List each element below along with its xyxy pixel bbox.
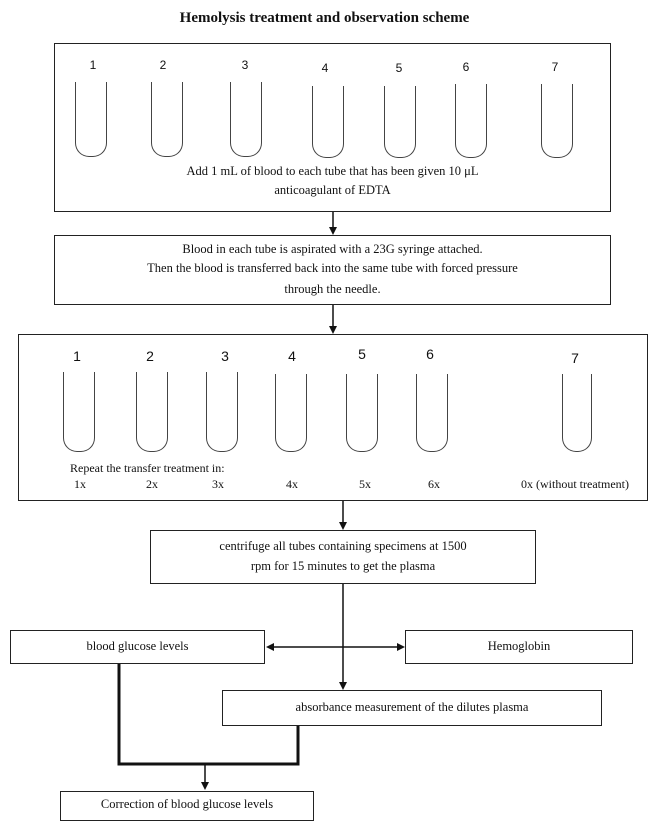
step3-box — [18, 334, 648, 501]
test-tube — [151, 82, 183, 157]
step3-tube-number: 6 — [426, 346, 434, 362]
step3-tube-number: 1 — [73, 348, 81, 364]
test-tube — [384, 86, 416, 158]
step1-tube-number: 4 — [321, 61, 329, 75]
absorbance-to-correction-path — [205, 726, 300, 766]
step4-text-line2: rpm for 15 minutes to get the plasma — [250, 559, 436, 573]
test-tube — [63, 372, 95, 452]
step3-tube-number: 4 — [288, 348, 296, 364]
glucose-to-correction-path — [117, 664, 205, 766]
test-tube — [275, 374, 307, 452]
step2-text-line2: Then the blood is transferred back into … — [147, 261, 518, 275]
glucose-box — [10, 630, 265, 664]
correction-box — [60, 791, 314, 821]
glucose-label: blood glucose levels — [86, 639, 189, 653]
step3-tube-number: 5 — [358, 346, 366, 362]
step1-text-line2: anticoagulant of EDTA — [274, 183, 391, 197]
repeat-count: 5x — [359, 477, 371, 491]
diagram-title: Hemolysis treatment and observation sche… — [179, 10, 470, 26]
repeat-count: 2x — [146, 477, 158, 491]
test-tube — [312, 86, 344, 158]
absorbance-box — [222, 690, 602, 726]
step2-box — [54, 235, 611, 305]
test-tube — [416, 374, 448, 452]
step4-box — [150, 530, 536, 584]
step1-box — [54, 43, 611, 212]
step3-tube-number: 7 — [571, 350, 579, 366]
test-tube — [136, 372, 168, 452]
step4-text-line1: centrifuge all tubes containing specimen… — [219, 539, 467, 553]
test-tube — [541, 84, 573, 158]
test-tube — [230, 82, 262, 157]
hemoglobin-box — [405, 630, 633, 664]
step3-tube-number: 2 — [146, 348, 154, 364]
step2-text-line1: Blood in each tube is aspirated with a 2… — [182, 242, 483, 256]
step1-tube-number: 2 — [159, 58, 167, 72]
step2-text-line3: through the needle. — [284, 282, 381, 296]
repeat-count: 4x — [286, 477, 298, 491]
step1-tube-number: 1 — [89, 58, 97, 72]
test-tube — [75, 82, 107, 157]
test-tube — [455, 84, 487, 158]
test-tube — [562, 374, 592, 452]
correction-label: Correction of blood glucose levels — [100, 797, 274, 811]
repeat-label: Repeat the transfer treatment in: — [70, 461, 225, 475]
hemoglobin-label: Hemoglobin — [487, 639, 551, 653]
step1-tube-number: 5 — [395, 61, 403, 75]
step3-tube-number: 3 — [221, 348, 229, 364]
repeat-count: 0x (without treatment) — [521, 477, 629, 491]
step1-tube-number: 6 — [462, 60, 470, 74]
test-tube — [346, 374, 378, 452]
step1-text-line1: Add 1 mL of blood to each tube that has … — [186, 164, 479, 178]
step1-tube-number: 3 — [241, 58, 249, 72]
step1-tube-number: 7 — [551, 60, 559, 74]
repeat-count: 1x — [74, 477, 86, 491]
repeat-count: 3x — [212, 477, 224, 491]
test-tube — [206, 372, 238, 452]
absorbance-label: absorbance measurement of the dilutes pl… — [295, 700, 529, 714]
repeat-count: 6x — [428, 477, 440, 491]
